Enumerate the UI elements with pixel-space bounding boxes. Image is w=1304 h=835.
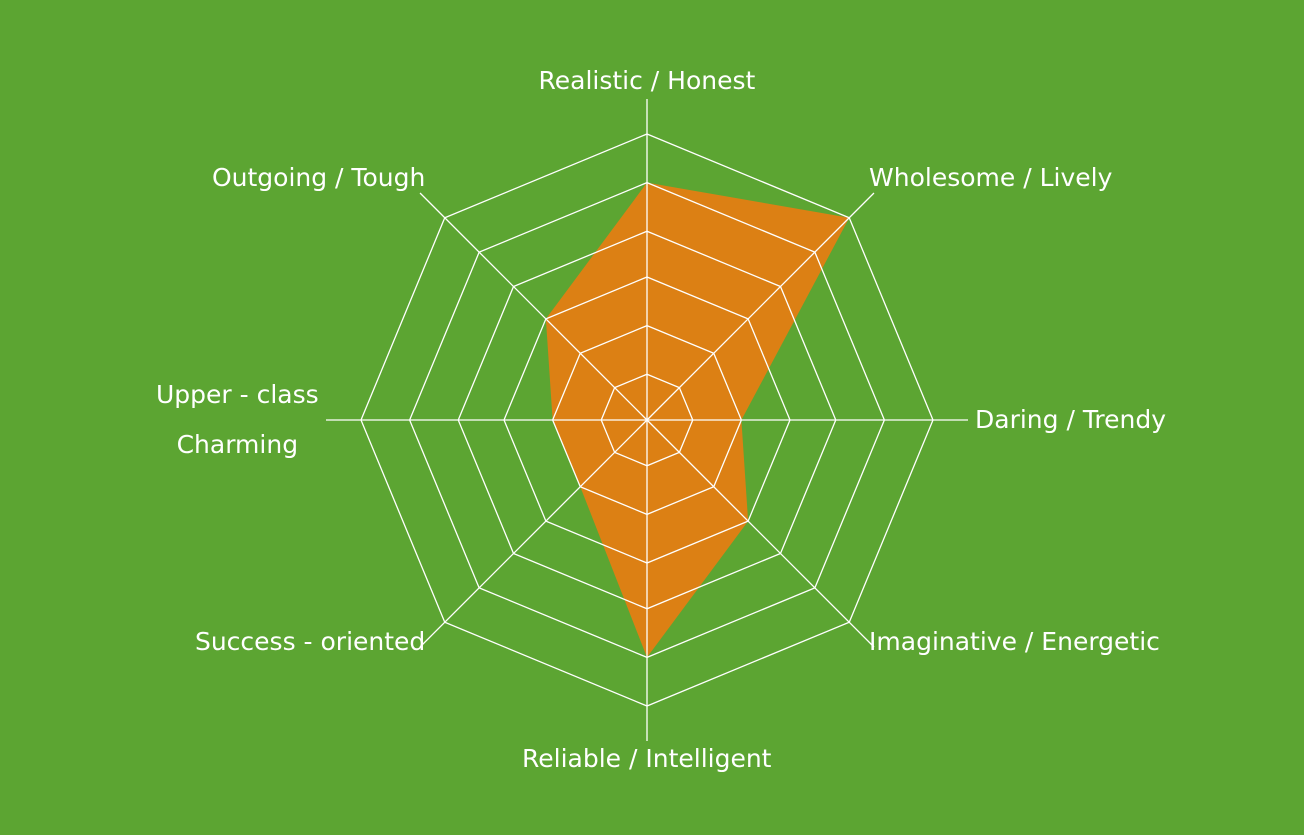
axis-spoke-7 [419, 192, 648, 421]
axis-label-0: Realistic / Honest [539, 56, 756, 106]
axis-label-text: Daring / Trendy [975, 405, 1167, 434]
axis-label-text: Imaginative / Energetic [869, 627, 1160, 657]
axis-spoke-5 [419, 419, 648, 648]
axis-label-text: Outgoing / Tough [211, 162, 426, 192]
axis-spoke-1 [646, 192, 875, 421]
axis-label-3: Imaginative / Energetic [869, 617, 1160, 667]
axis-label-7: Outgoing / Tough [212, 153, 425, 203]
axis-label-text: Success - oriented [194, 627, 426, 657]
axis-label-text: Upper - class [156, 380, 319, 409]
axis-label-5: Success - oriented [195, 617, 425, 667]
axis-label-text: Wholesome / Lively [869, 162, 1113, 192]
axis-label-text: Realistic / Honest [538, 66, 756, 95]
axis-label-text: Charming [176, 430, 299, 459]
axis-label-2: Daring / Trendy [975, 395, 1166, 445]
axis-spoke-3 [646, 419, 875, 648]
axis-label-1: Wholesome / Lively [869, 153, 1112, 203]
radar-spokes [326, 99, 968, 741]
axis-label-4: Reliable / Intelligent [522, 734, 772, 784]
axis-label-text: Reliable / Intelligent [522, 744, 772, 773]
